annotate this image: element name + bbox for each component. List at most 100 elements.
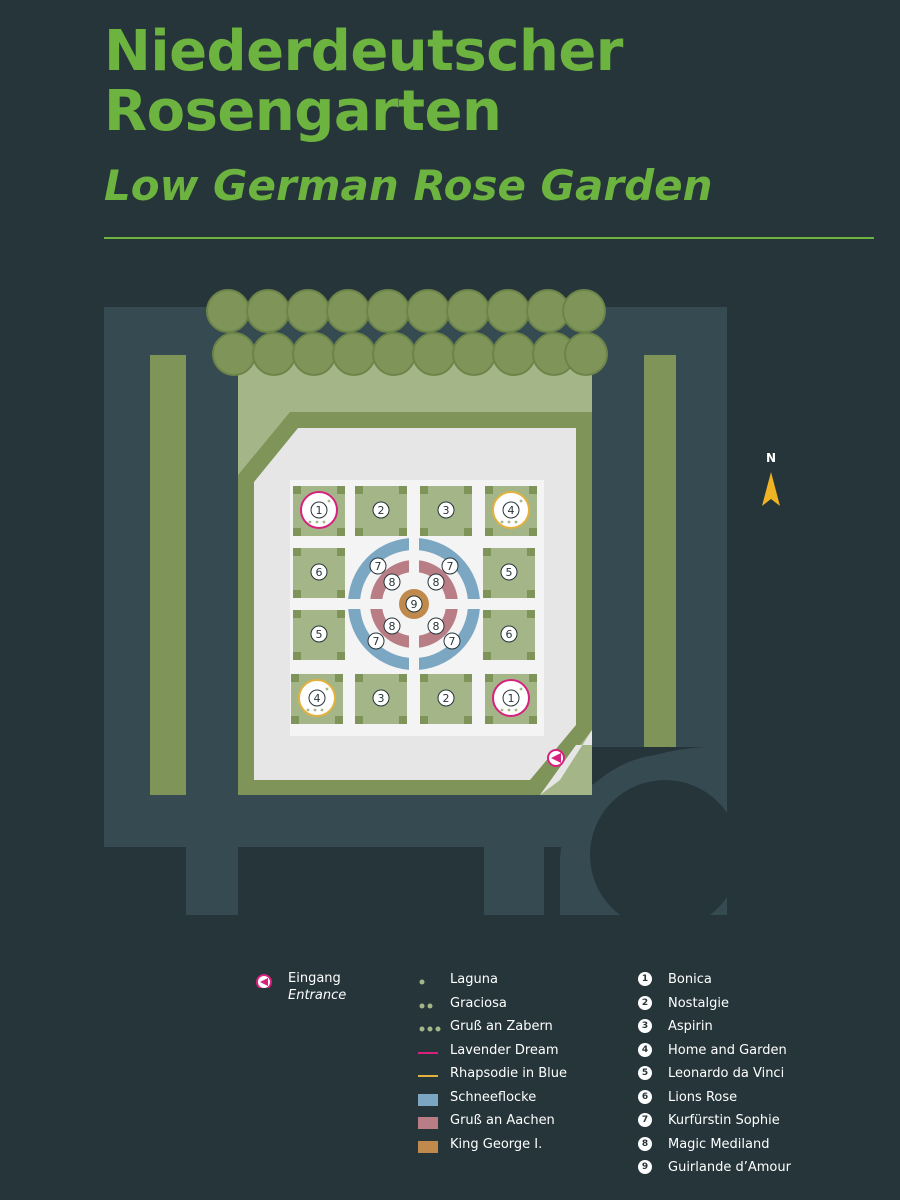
rose-bed: 6 xyxy=(293,548,345,598)
tree-icon xyxy=(252,332,296,376)
legend-item-label: Laguna xyxy=(450,972,498,987)
tree-icon xyxy=(286,289,330,333)
number-badge-icon: 8 xyxy=(638,1136,652,1151)
legend-number-item: 2 Nostalgie xyxy=(636,994,791,1018)
roundabout-island xyxy=(590,780,740,930)
tree-icon xyxy=(326,289,370,333)
rose-bed: 4 xyxy=(485,486,537,536)
tree-icon xyxy=(292,332,336,376)
page-title: Niederdeutscher Rosengarten xyxy=(104,22,623,142)
svg-text:8: 8 xyxy=(433,620,440,633)
bed-number: 3 xyxy=(378,692,385,705)
legend-entrance: Eingang Entrance xyxy=(256,970,346,1004)
center-marker: 9 xyxy=(405,595,423,613)
rose-bed: 3 xyxy=(420,486,472,536)
center-marker: 7 xyxy=(443,632,461,650)
path-bottom-stub xyxy=(484,795,544,915)
legend-item: Lavender Dream xyxy=(418,1041,567,1065)
number-badge-icon: 2 xyxy=(638,995,652,1010)
brown-swatch-icon xyxy=(418,1140,438,1153)
legend-item: Rhapsodie in Blue xyxy=(418,1064,567,1088)
entrance-marker[interactable] xyxy=(547,749,565,767)
svg-text:7: 7 xyxy=(375,560,382,573)
bed-number: 6 xyxy=(506,628,513,641)
legend-number-label: Nostalgie xyxy=(668,995,729,1011)
entrance-arrow-icon xyxy=(256,974,272,988)
legend-number-label: Guirlande d’Amour xyxy=(668,1160,791,1175)
rose-bed: 6 xyxy=(483,610,535,660)
mauve-swatch-icon xyxy=(418,1117,438,1129)
legend-number-label: Lions Rose xyxy=(668,1089,738,1105)
center-marker: 7 xyxy=(369,557,387,575)
title-line-1: Niederdeutscher xyxy=(104,19,623,84)
number-badge-icon: 6 xyxy=(638,1089,652,1104)
compass-label: N xyxy=(766,451,776,465)
number-badge-icon: 9 xyxy=(638,1160,652,1174)
legend-number-item: 9 Guirlande d’Amour xyxy=(636,1158,791,1182)
bed-number: 2 xyxy=(378,504,385,517)
compass: N xyxy=(762,451,780,506)
legend-number-item: 6 Lions Rose xyxy=(636,1088,791,1112)
center-marker: 8 xyxy=(427,617,445,635)
legend-item-label: Lavender Dream xyxy=(450,1042,559,1058)
center-marker: 7 xyxy=(441,557,459,575)
tree-icon xyxy=(246,289,290,333)
center-marker: 7 xyxy=(367,632,385,650)
legend-item-label: Graciosa xyxy=(450,995,507,1011)
rose-bed: 5 xyxy=(483,548,535,598)
path-left-outer xyxy=(104,307,150,847)
rose-bed: 1 xyxy=(293,486,345,536)
legend-number-label: Leonardo da Vinci xyxy=(668,1066,785,1081)
rose-bed: 2 xyxy=(420,674,472,724)
path-right-outer xyxy=(676,307,727,747)
rose-bed: 4 xyxy=(291,674,343,724)
one-dot-icon xyxy=(419,979,425,985)
tree-icon xyxy=(372,332,416,376)
tree-icon xyxy=(452,332,496,376)
rose-bed: 5 xyxy=(293,610,345,660)
tree-icon xyxy=(206,289,250,333)
svg-text:8: 8 xyxy=(389,620,396,633)
tree-icon xyxy=(332,332,376,376)
legend-number-label: Aspirin xyxy=(668,1019,713,1034)
bed-number: 1 xyxy=(508,692,515,705)
number-badge-icon: 4 xyxy=(638,1042,652,1057)
rose-bed: 2 xyxy=(355,486,407,536)
tree-icon xyxy=(562,289,606,333)
rose-bed: 1 xyxy=(485,674,537,724)
entrance-walk xyxy=(540,730,592,795)
tree-icon xyxy=(492,332,536,376)
yellow-line-icon xyxy=(418,1075,438,1077)
legend-entrance-label-en: Entrance xyxy=(288,988,347,1003)
svg-text:9: 9 xyxy=(411,598,418,611)
title-line-2: Rosengarten xyxy=(104,79,502,144)
center-marker: 8 xyxy=(427,573,445,591)
tree-icon xyxy=(366,289,410,333)
bed-number: 3 xyxy=(443,504,450,517)
tree-icon xyxy=(446,289,490,333)
legend-item: Laguna xyxy=(418,970,567,994)
legend-item-label: Schneeflocke xyxy=(450,1089,537,1105)
legend-item: Gruß an Aachen xyxy=(418,1111,567,1135)
rose-bed: 3 xyxy=(355,674,407,724)
three-dots-icon xyxy=(419,1026,441,1032)
legend-item: Graciosa xyxy=(418,994,567,1018)
bed-number: 4 xyxy=(508,504,515,517)
blue-swatch-icon xyxy=(418,1093,438,1106)
tree-icon xyxy=(486,289,530,333)
svg-text:8: 8 xyxy=(433,576,440,589)
page-subtitle: Low German Rose Garden xyxy=(104,161,713,210)
legend-item: King George I. xyxy=(418,1135,567,1159)
legend-item-label: King George I. xyxy=(450,1136,543,1152)
legend-number-label: Kurfürstin Sophie xyxy=(668,1113,780,1128)
number-badge-icon: 1 xyxy=(638,972,652,986)
center-marker: 8 xyxy=(383,573,401,591)
